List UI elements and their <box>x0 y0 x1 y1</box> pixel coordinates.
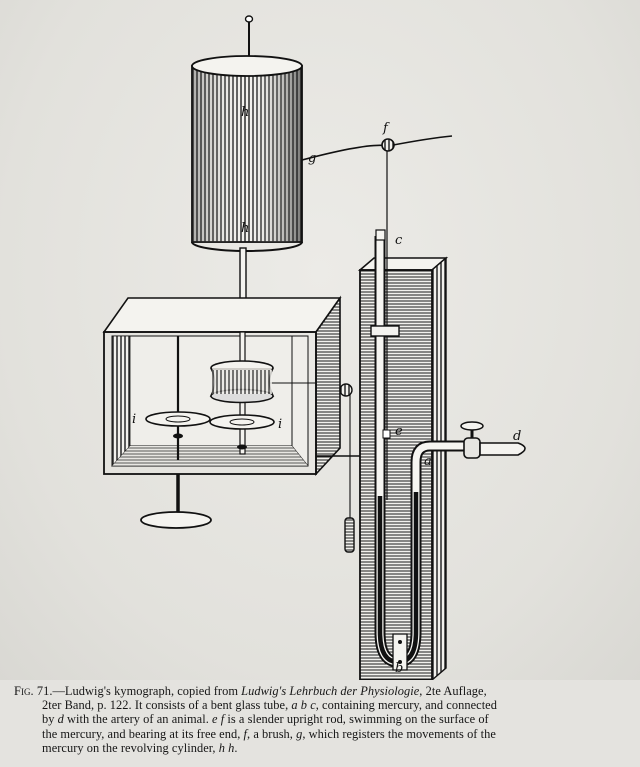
revolving-cylinder <box>191 15 303 252</box>
flywheel <box>209 360 275 404</box>
caption-line-3: by d with the artery of an animal. e f i… <box>42 712 489 727</box>
tube-clamp <box>370 325 408 671</box>
caption-line-4: the mercury, and bearing at its free end… <box>42 726 496 741</box>
weight-pulley <box>316 383 362 553</box>
label-f: f <box>382 121 390 136</box>
disc-left <box>145 411 211 439</box>
label-g: g <box>308 151 316 166</box>
stopcock-cannula <box>460 421 526 459</box>
manometer-stand <box>357 256 449 682</box>
label-c: c <box>395 233 403 248</box>
label-h-top: h <box>241 105 249 120</box>
stand-base <box>140 511 212 529</box>
kymograph-figure: h h g f c e d a b i i <box>0 0 640 682</box>
figure-caption: Fig. 71.—Ludwig's kymograph, copied from… <box>14 684 626 755</box>
label-e: e <box>395 424 403 439</box>
brush-writer <box>301 135 453 161</box>
caption-line-1: Fig. 71.—Ludwig's kymograph, copied from… <box>14 684 487 698</box>
label-h-bottom: h <box>241 221 249 236</box>
label-i-left: i <box>132 412 136 427</box>
disc-right <box>209 414 275 450</box>
caption-fig-number: Fig. 71. <box>14 684 53 698</box>
clockwork-box <box>102 295 342 477</box>
caption-book-title: Ludwig's Lehrbuch der Physiologie <box>241 684 420 698</box>
label-b: b <box>395 661 403 676</box>
label-d: d <box>513 429 521 444</box>
label-a: a <box>424 454 432 469</box>
label-i-right: i <box>278 417 282 432</box>
caption-line-2: 2ter Band, p. 122. It consists of a bent… <box>42 698 497 713</box>
caption-line-5: mercury on the revolving cylinder, h h. <box>42 740 238 755</box>
